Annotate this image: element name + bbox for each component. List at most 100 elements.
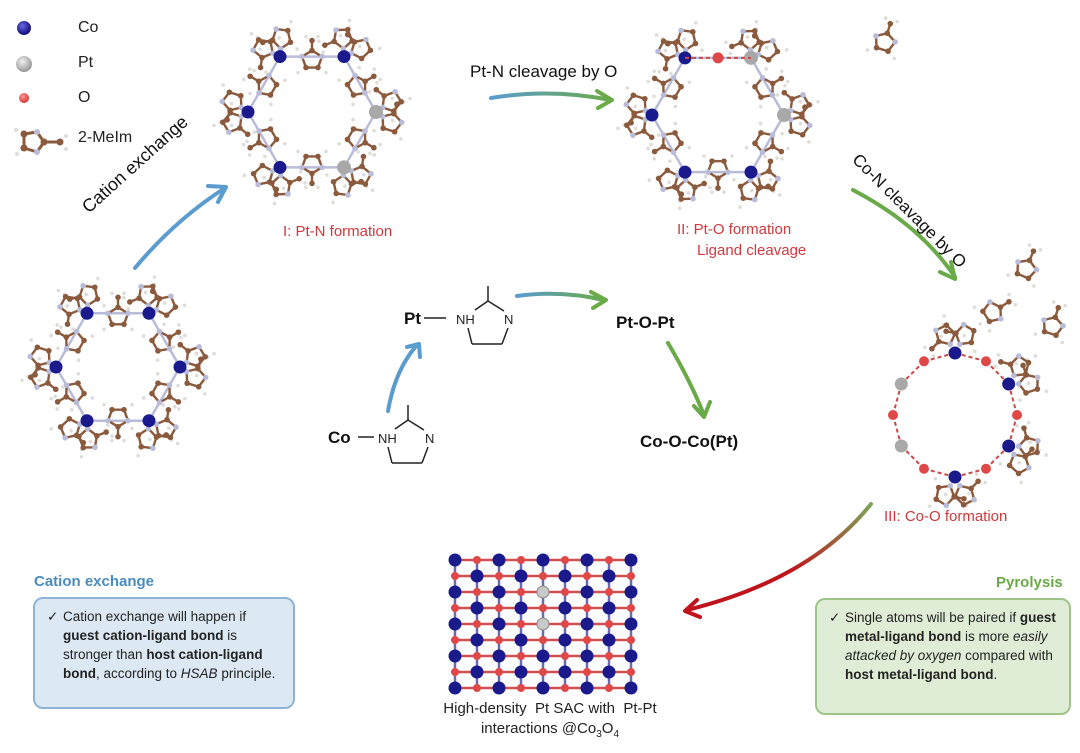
oxygen-atom [539, 604, 547, 612]
platinum-atom [777, 108, 791, 122]
oxygen-atom [627, 572, 635, 580]
text-run: compared with [961, 648, 1053, 663]
cobalt-atom [492, 585, 506, 599]
cobalt-atom [337, 50, 351, 64]
oxygen-atom [1012, 410, 1022, 420]
oxygen-atom [888, 410, 898, 420]
cobalt-atom [492, 617, 506, 631]
oxygen-atom [495, 668, 503, 676]
oxygen-atom [981, 356, 991, 367]
cobalt-atom [602, 569, 616, 583]
pt-o-pt-label: Pt-O-Pt [616, 313, 675, 332]
zif-ring-initial [20, 275, 216, 459]
cobalt-atom [448, 585, 462, 599]
cation-exchange-arrow [133, 186, 227, 270]
oxygen-atom [517, 684, 525, 692]
text-run: easily attacked by oxygen [845, 629, 1048, 663]
oxygen-atom [473, 684, 481, 692]
stage-1-caption: I: Pt-N formation [283, 223, 393, 240]
cobalt-atom [580, 617, 594, 631]
cobalt-atom [948, 470, 962, 484]
oxygen-atom [451, 604, 459, 612]
pt-n-cleavage-arrowhead [595, 89, 614, 110]
mechanism-co-to-pt-arrowhead [405, 342, 422, 359]
co-n-cleavage-arrowhead [938, 260, 957, 281]
oxygen-atom [473, 620, 481, 628]
cobalt-atom [624, 553, 638, 567]
cobalt-atom [514, 633, 528, 647]
cobalt-atom [948, 346, 962, 360]
oxygen-atom [561, 684, 569, 692]
cobalt-atom [536, 649, 550, 663]
text-run: Cation exchange will happen if [63, 609, 247, 624]
checkmark-icon: ✓ [829, 610, 841, 625]
oxygen-atom [451, 636, 459, 644]
cobalt-atom [678, 165, 692, 179]
cobalt-atom [80, 306, 94, 320]
free-ligand-fragment [972, 292, 1018, 333]
cation-exchange-box-title: Cation exchange [34, 573, 155, 590]
text-run: host metal-ligand bond [845, 667, 994, 682]
nh-label: NH [456, 312, 475, 327]
oxygen-atom [712, 52, 724, 64]
legend-label-pt: Pt [78, 54, 94, 71]
oxide-ring-stage-3 [888, 314, 1049, 516]
oxygen-atom [583, 604, 591, 612]
cobalt-atom [558, 633, 572, 647]
oxygen-atom [495, 572, 503, 580]
co-imidazole-structure: NH N [358, 405, 434, 464]
text-run: , according to [96, 666, 181, 681]
zif-ring-stage-2 [616, 19, 820, 211]
platinum-atom [369, 105, 383, 119]
cobalt-atom [624, 681, 638, 695]
mechanism-pto-to-coo-arrow [666, 341, 706, 417]
text-run: host cation-ligand bond [63, 647, 263, 681]
cobalt-atom-icon [17, 21, 31, 35]
cobalt-atom [602, 665, 616, 679]
text-run: is more [961, 629, 1014, 644]
oxygen-atom [605, 652, 613, 660]
zif-ring-stage-1 [212, 18, 412, 206]
oxygen-atom [605, 556, 613, 564]
cobalt-atom [624, 585, 638, 599]
co-metal-label: Co [328, 428, 351, 447]
pt-metal-label: Pt [404, 309, 421, 328]
oxygen-atom [919, 463, 929, 474]
cobalt-atom [142, 414, 156, 428]
cobalt-atom [536, 681, 550, 695]
oxygen-atom [981, 463, 991, 474]
cobalt-atom [492, 649, 506, 663]
oxygen-atom [605, 684, 613, 692]
platinum-atom [894, 377, 908, 391]
cobalt-atom [514, 569, 528, 583]
mechanism-pt-to-pto-arrow [515, 291, 606, 302]
platinum-atom [894, 439, 908, 453]
cobalt-atom [558, 601, 572, 615]
text-run: principle. [217, 666, 276, 681]
text-run: guest cation-ligand bond [63, 628, 224, 643]
cobalt-atom [142, 306, 156, 320]
pyrolysis-text: Single atoms will be paired if guest met… [845, 608, 1057, 684]
oxygen-atom [517, 652, 525, 660]
text-run: . [993, 667, 998, 682]
cobalt-atom [744, 165, 758, 179]
cobalt-atom [645, 108, 659, 122]
oxygen-atom [517, 556, 525, 564]
oxygen-atom [473, 556, 481, 564]
pt-n-cleavage-arrow [489, 91, 613, 102]
free-ligand-fragment [1006, 243, 1043, 288]
oxygen-atom [583, 668, 591, 676]
text-run: guest metal-ligand bond [845, 610, 1056, 644]
cobalt-atom [470, 665, 484, 679]
cobalt-atom [1002, 377, 1016, 391]
oxygen-atom [495, 604, 503, 612]
pyrolysis-box-title: Pyrolysis [996, 574, 1063, 591]
oxygen-atom [605, 620, 613, 628]
oxygen-atom [605, 588, 613, 596]
stage-2-caption-line-1: II: Pt-O formation [677, 221, 792, 238]
oxygen-atom [517, 588, 525, 596]
cobalt-atom [558, 665, 572, 679]
mechanism-pto-to-coo-arrowhead [692, 400, 712, 419]
co-o-co-label: Co-O-Co(Pt) [640, 432, 739, 451]
